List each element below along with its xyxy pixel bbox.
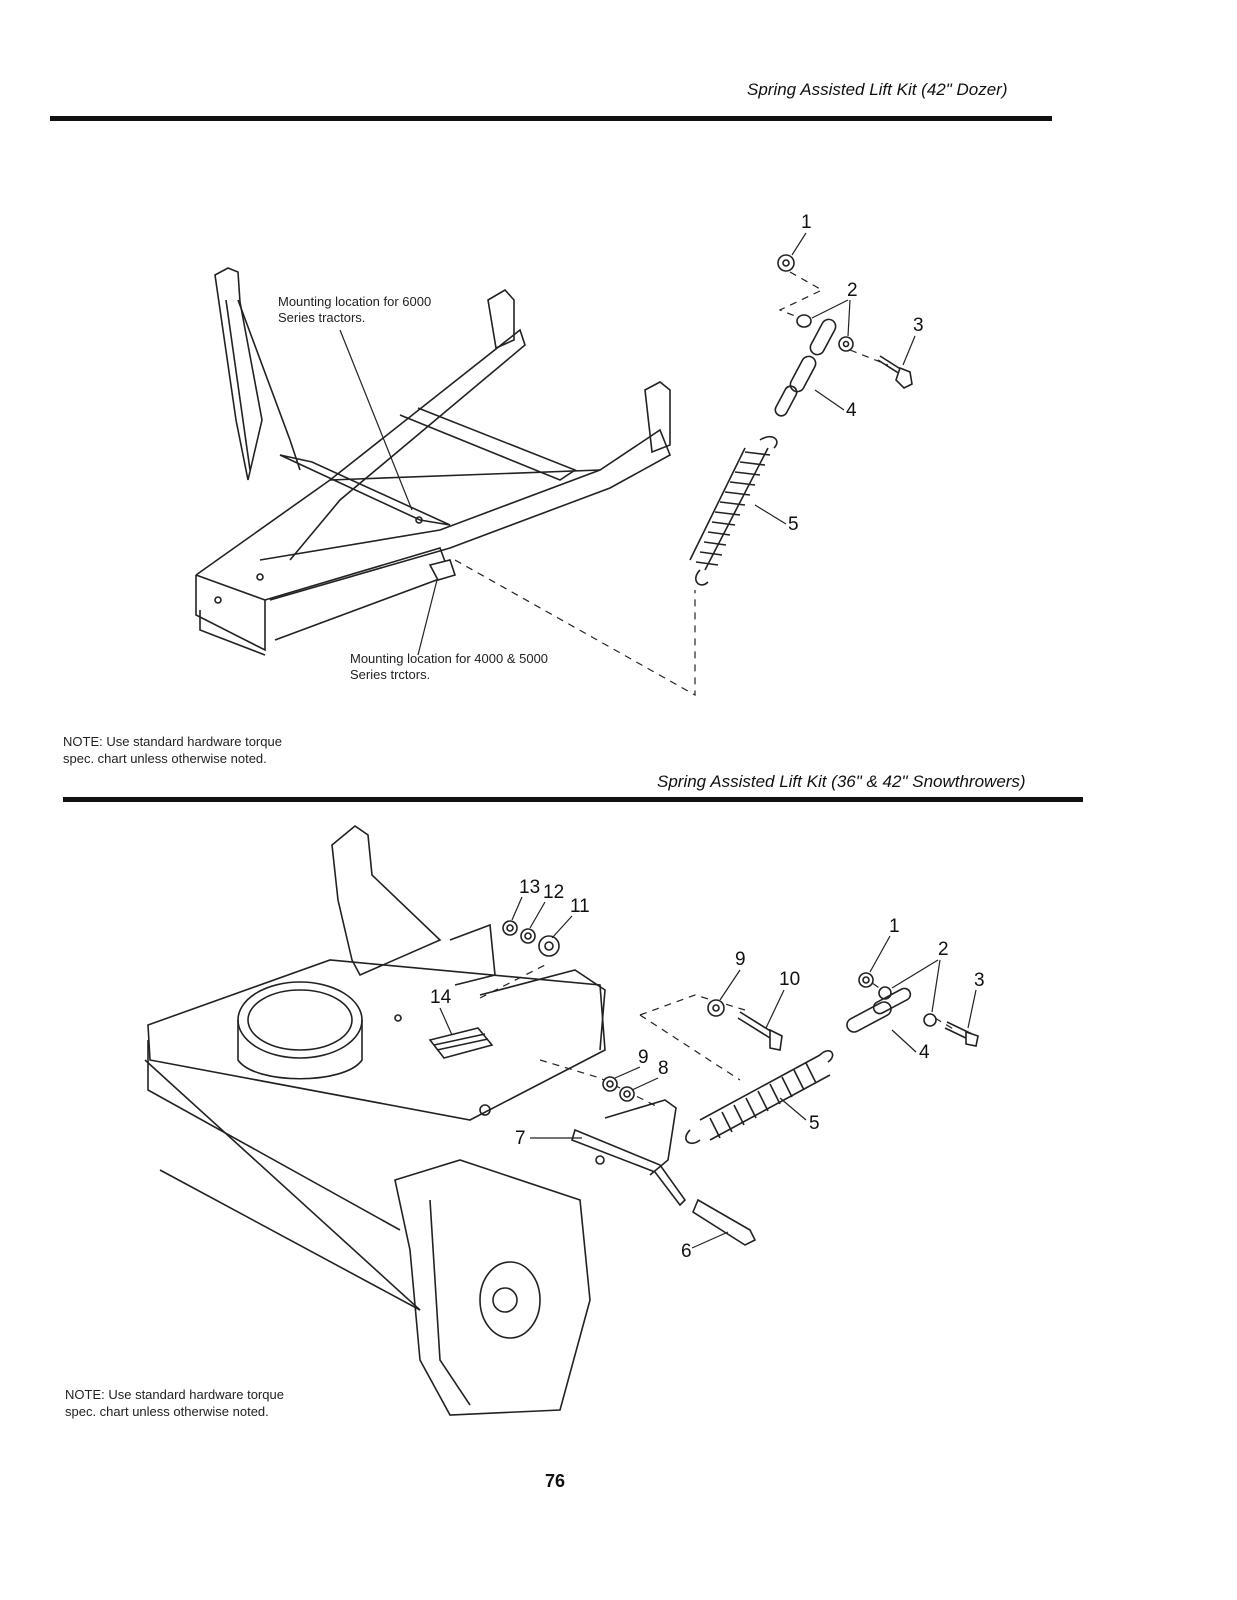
- snow-label-1: 1: [889, 916, 900, 937]
- note-snowthrower: NOTE: Use standard hardware torque spec.…: [65, 1387, 284, 1419]
- snow-label-8: 8: [658, 1058, 669, 1079]
- snow-label-7: 7: [515, 1128, 526, 1149]
- snow-label-10: 10: [779, 969, 800, 990]
- snow-label-2: 2: [938, 939, 949, 960]
- dozer-frame: [195, 267, 672, 656]
- snow-label-12: 12: [543, 882, 564, 903]
- snow-label-4: 4: [919, 1042, 930, 1063]
- note-dozer: NOTE: Use standard hardware torque spec.…: [63, 734, 282, 766]
- dozer-part-5-spring: [689, 435, 778, 586]
- dozer-part-2-washers: [796, 314, 854, 352]
- dozer-label-2: 2: [847, 280, 858, 301]
- section-title-snowthrower: Spring Assisted Lift Kit (36" & 42" Snow…: [657, 772, 1026, 791]
- snow-path-bolt: [639, 994, 746, 1016]
- dozer-assembly-path: [454, 559, 696, 697]
- section-divider-snowthrower: [63, 797, 1083, 802]
- snow-path-mid: [539, 1059, 661, 1109]
- snow-label-11: 11: [570, 896, 590, 917]
- dozer-part-3-bolt: [877, 355, 913, 389]
- dozer-bolt-path-2: [849, 349, 889, 366]
- leader-4000-5000: [417, 579, 438, 656]
- snow-path-spring: [639, 1014, 741, 1081]
- snow-part-9-10: [707, 999, 783, 1051]
- dozer-part-4-chain: [774, 318, 837, 417]
- snow-part-5-spring: [685, 1050, 834, 1145]
- leader-6000: [339, 329, 413, 511]
- snow-part-8-9: [602, 1076, 635, 1102]
- snow-label-9-lower: 9: [638, 1047, 649, 1068]
- dozer-label-1: 1: [801, 212, 812, 233]
- page-number: 76: [545, 1471, 566, 1491]
- section-title-dozer: Spring Assisted Lift Kit (42" Dozer): [747, 80, 1008, 99]
- callout-6000-series: Mounting location for 6000 Series tracto…: [278, 294, 432, 325]
- dozer-bolt-path: [778, 271, 824, 321]
- snow-label-13: 13: [519, 877, 540, 898]
- dozer-part-1-nut: [777, 254, 795, 272]
- section-divider-dozer: [50, 116, 1052, 121]
- snow-label-14: 14: [430, 987, 452, 1008]
- snow-label-5: 5: [809, 1113, 820, 1134]
- snow-part-7-bracket: [571, 1099, 687, 1207]
- snow-parts-11-13: [502, 920, 560, 957]
- snow-label-3: 3: [974, 970, 985, 991]
- snow-label-6: 6: [681, 1241, 692, 1262]
- snow-label-9-upper: 9: [735, 949, 746, 970]
- snowthrower-housing: [144, 824, 606, 1416]
- snow-parts-1-4: [846, 972, 979, 1047]
- dozer-label-5: 5: [788, 514, 799, 535]
- snow-part-6-pin: [692, 1198, 757, 1246]
- dozer-label-4: 4: [846, 400, 857, 421]
- callout-4000-5000-series: Mounting location for 4000 & 5000 Series…: [350, 651, 549, 682]
- dozer-label-3: 3: [913, 315, 924, 336]
